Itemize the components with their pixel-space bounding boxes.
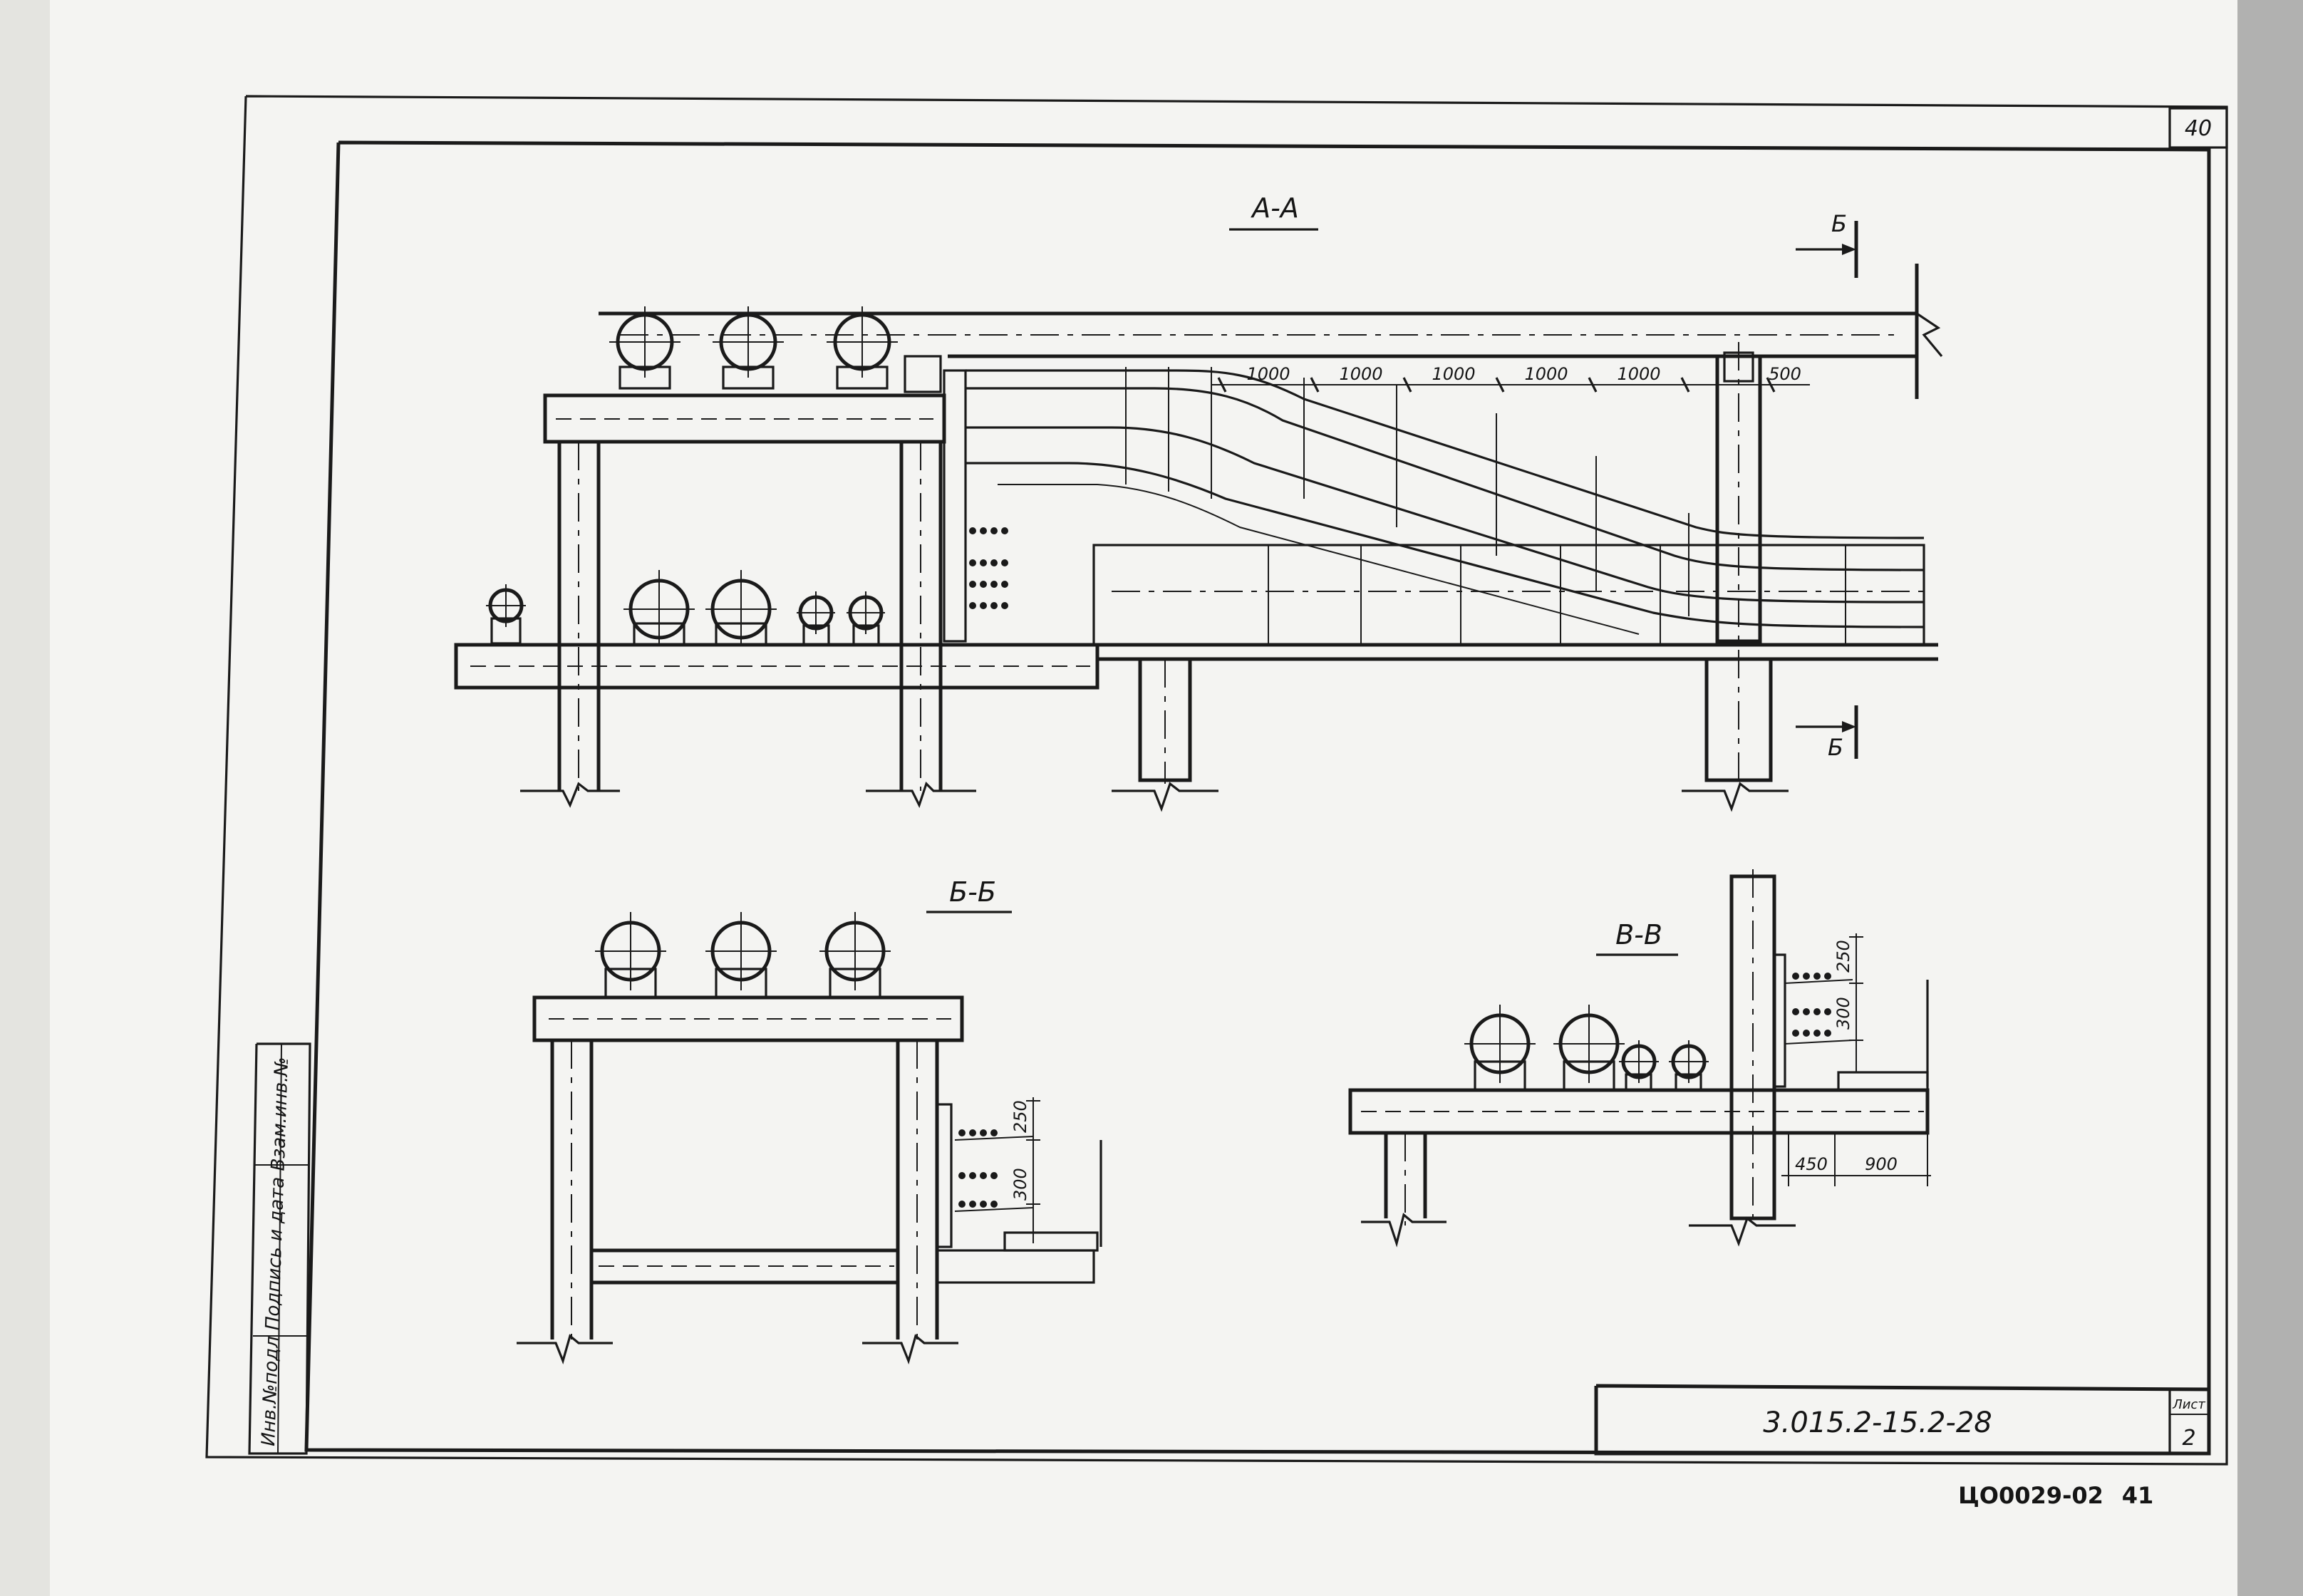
bottom-pipes-aa bbox=[486, 570, 885, 646]
spacing-dimensions: 1000 1000 1000 1000 1000 500 bbox=[1211, 364, 1810, 393]
svg-text:1000: 1000 bbox=[1524, 364, 1568, 384]
archive-page: 41 bbox=[2122, 1482, 2154, 1509]
svg-text:1000: 1000 bbox=[1339, 364, 1382, 384]
svg-text:300: 300 bbox=[1833, 997, 1853, 1030]
svg-text:Б: Б bbox=[1828, 734, 1843, 761]
drawing-code: 3.015.2-15.2-28 bbox=[1763, 1406, 1992, 1439]
top-pipes-aa bbox=[609, 306, 942, 393]
svg-text:250: 250 bbox=[1010, 1100, 1030, 1133]
svg-text:900: 900 bbox=[1865, 1154, 1898, 1174]
scan-shadow-left bbox=[0, 0, 50, 1596]
sheet-frame bbox=[205, 95, 2228, 1466]
cable-bundles-bb bbox=[954, 1129, 1034, 1212]
cut-marker-top: Б bbox=[1796, 210, 1858, 278]
cut-marker-bottom: Б bbox=[1796, 705, 1858, 761]
svg-text:Б: Б bbox=[1831, 210, 1847, 237]
sheet-number: 2 bbox=[2182, 1426, 2195, 1451]
side-stamp-text: Инв.№подл Подпись и дата Взам.инв.№ bbox=[258, 1057, 293, 1446]
sloping-cable-trays bbox=[965, 367, 1925, 635]
svg-text:1000: 1000 bbox=[1617, 364, 1660, 384]
scan-shadow-right bbox=[2237, 0, 2303, 1596]
side-stamp: Инв.№подл Подпись и дата Взам.инв.№ bbox=[248, 1042, 311, 1455]
sheet-label: Лист bbox=[2172, 1397, 2205, 1412]
section-bb: Б-Б 250 300 bbox=[517, 876, 1102, 1364]
svg-text:450: 450 bbox=[1795, 1154, 1828, 1174]
page-number-box: 40 bbox=[2168, 107, 2228, 149]
cable-bundles-vv bbox=[1784, 973, 1853, 1045]
section-aa-title: А-А bbox=[1250, 192, 1299, 224]
svg-text:500: 500 bbox=[1769, 364, 1801, 384]
archive-code: ЦО0029-02 bbox=[1958, 1482, 2103, 1509]
svg-text:1000: 1000 bbox=[1432, 364, 1475, 384]
section-vv-title: В-В bbox=[1615, 919, 1662, 950]
page-number: 40 bbox=[2185, 116, 2212, 141]
section-bb-title: Б-Б bbox=[949, 876, 996, 908]
svg-text:250: 250 bbox=[1833, 940, 1853, 973]
title-block: 3.015.2-15.2-28 Лист 2 bbox=[1594, 1384, 2211, 1456]
section-vv: В-В 250 300 bbox=[1348, 869, 1931, 1248]
cable-bundles-aa bbox=[969, 527, 1008, 609]
svg-text:1000: 1000 bbox=[1246, 364, 1290, 384]
section-aa: А-А Б Б bbox=[454, 192, 1943, 812]
svg-text:300: 300 bbox=[1010, 1168, 1030, 1201]
